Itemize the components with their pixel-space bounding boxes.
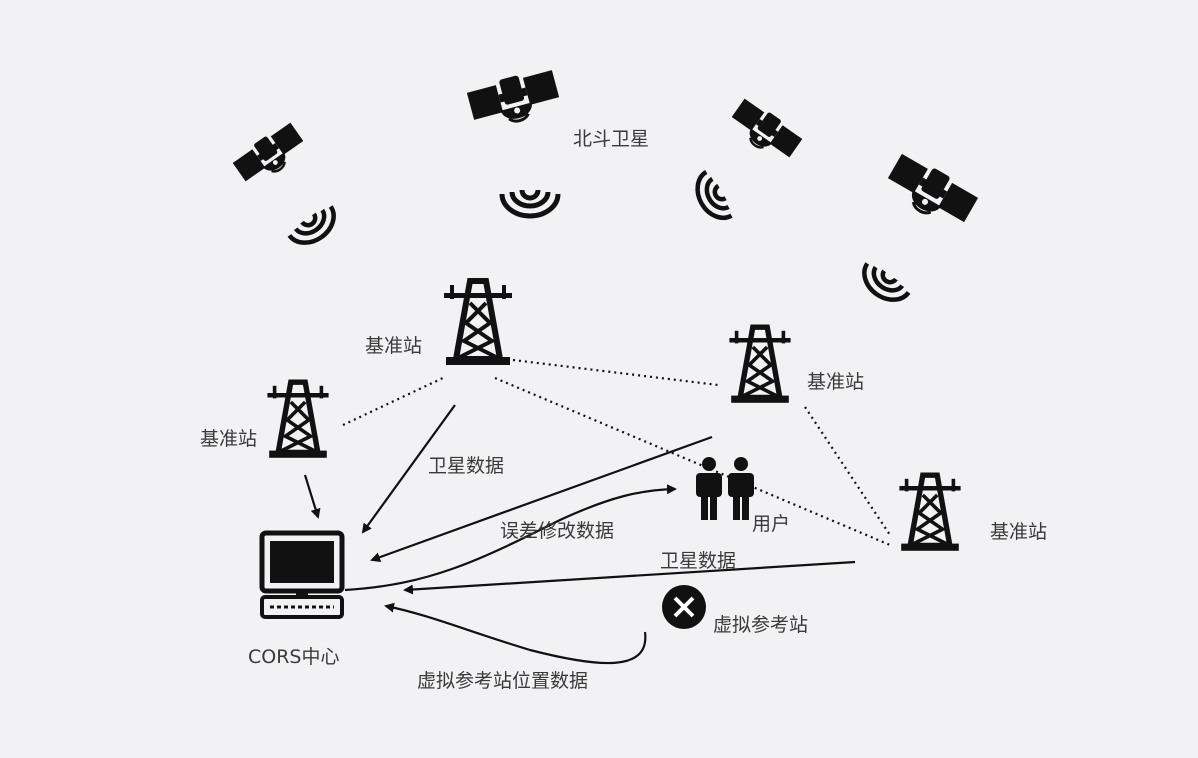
base-station-tower-icon — [899, 475, 960, 551]
satellites-label: 北斗卫星 — [573, 128, 649, 150]
error-correction-label: 误差修改数据 — [500, 520, 614, 542]
virtual-position-label: 虚拟参考站位置数据 — [417, 670, 588, 692]
signal-wave-icon — [689, 170, 734, 225]
virtual-position-arrow — [384, 602, 647, 665]
signal-wave-icon — [287, 204, 342, 252]
satellite-icon — [229, 118, 311, 191]
base-station-tower-icon — [267, 382, 328, 458]
signal-wave-icon — [502, 190, 558, 216]
satellite-icon — [724, 94, 806, 167]
error-correction-arrow — [344, 484, 677, 592]
virtual-station-x-icon — [662, 585, 706, 629]
satellite-data-label: 卫星数据 — [428, 455, 504, 477]
satellite-icon — [464, 64, 564, 134]
baseline-link — [804, 406, 891, 536]
signal-wave-icon — [856, 261, 911, 309]
station-label: 基准站 — [365, 335, 422, 357]
data-arrow — [303, 474, 321, 519]
cors-center-label: CORS中心 — [248, 646, 339, 668]
data-arrow — [370, 435, 713, 562]
station-label: 基准站 — [200, 428, 257, 450]
satellite-icon — [880, 148, 982, 235]
satellite-data-label: 卫星数据 — [660, 550, 736, 572]
satellite-data-arrow — [361, 404, 456, 534]
baseline-link — [342, 376, 446, 426]
station-label: 基准站 — [990, 521, 1047, 543]
user-label: 用户 — [752, 513, 790, 535]
base-station-tower-icon — [444, 281, 512, 365]
users-icon — [696, 457, 754, 520]
baseline-link — [512, 358, 719, 387]
virtual-station-label: 虚拟参考站 — [713, 614, 808, 636]
station-label: 基准站 — [807, 371, 864, 393]
base-station-tower-icon — [729, 327, 790, 403]
cors-center-computer-icon — [259, 530, 345, 619]
satellite-data-arrow — [403, 560, 856, 595]
